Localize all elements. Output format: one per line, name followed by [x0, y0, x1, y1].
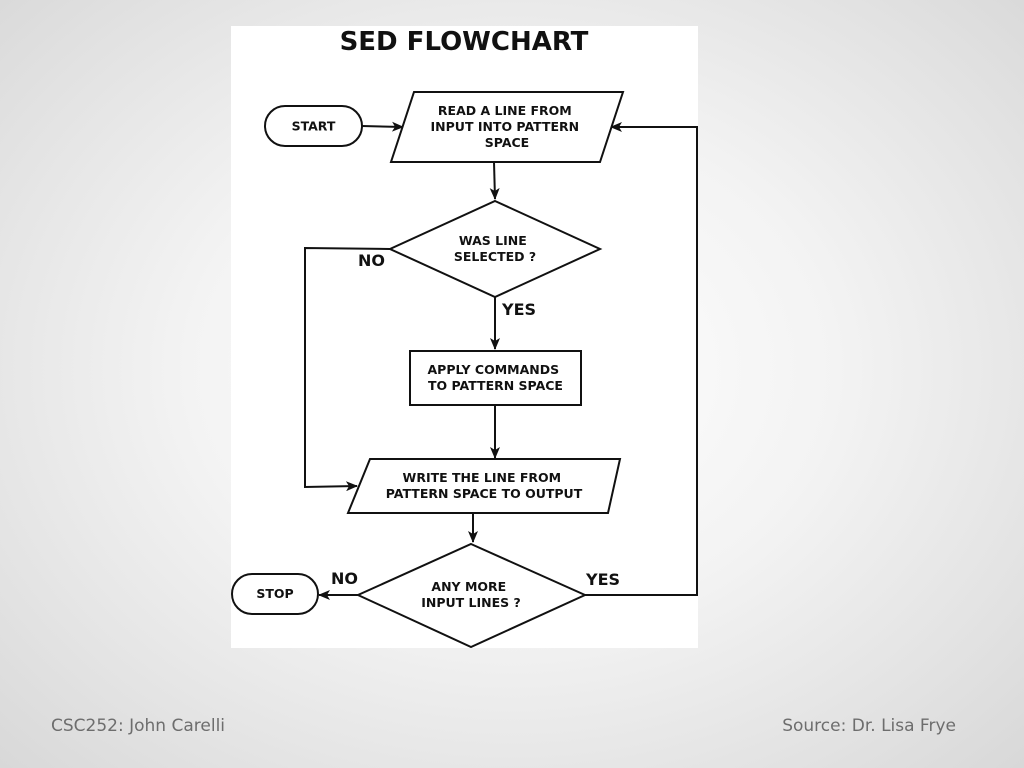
edge-selected-no-to-write [304, 246, 391, 492]
node-apply: APPLY COMMANDS TO PATTERN SPACE [409, 350, 582, 406]
edge-read-to-selected [489, 161, 500, 200]
more-label: ANY MORE INPUT LINES ? [421, 579, 521, 610]
apply-process-shape [409, 350, 582, 406]
selected-label: WAS LINE SELECTED ? [454, 233, 536, 264]
selected-decision-shape [387, 199, 603, 299]
read-io-shape [389, 91, 625, 163]
node-stop: STOP [231, 573, 319, 615]
node-selected: WAS LINE SELECTED ? [387, 199, 603, 299]
start-terminal-shape [264, 105, 363, 147]
write-io-shape [346, 458, 622, 514]
flowchart-figure: SED FLOWCHART START READ A LINE FROM INP… [231, 26, 698, 648]
footer-source: Source: Dr. Lisa Frye [782, 716, 956, 736]
edge-label-selected-no: NO [358, 251, 385, 270]
edge-label-more-yes: YES [585, 570, 620, 589]
node-write: WRITE THE LINE FROM PATTERN SPACE TO OUT… [346, 458, 622, 514]
edge-label-more-no: NO [331, 569, 358, 588]
edge-more-yes-to-read [585, 122, 698, 596]
apply-label: APPLY COMMANDS TO PATTERN SPACE [428, 362, 564, 393]
node-read: READ A LINE FROM INPUT INTO PATTERN SPAC… [389, 91, 625, 163]
stop-label: STOP [256, 586, 293, 601]
diagram-title: SED FLOWCHART [340, 27, 589, 57]
flowchart-svg: SED FLOWCHART START READ A LINE FROM INP… [231, 27, 698, 648]
more-decision-shape [355, 542, 588, 648]
edge-start-to-read [361, 121, 404, 132]
node-start: START [264, 105, 363, 147]
edges [304, 121, 698, 600]
edge-label-selected-yes: YES [501, 300, 536, 319]
write-label: WRITE THE LINE FROM PATTERN SPACE TO OUT… [386, 470, 583, 501]
footer-course-author: CSC252: John Carelli [51, 716, 226, 736]
start-label: START [292, 119, 336, 134]
node-more: ANY MORE INPUT LINES ? [355, 542, 588, 648]
stop-terminal-shape [231, 573, 319, 615]
read-label: READ A LINE FROM INPUT INTO PATTERN SPAC… [431, 103, 584, 150]
